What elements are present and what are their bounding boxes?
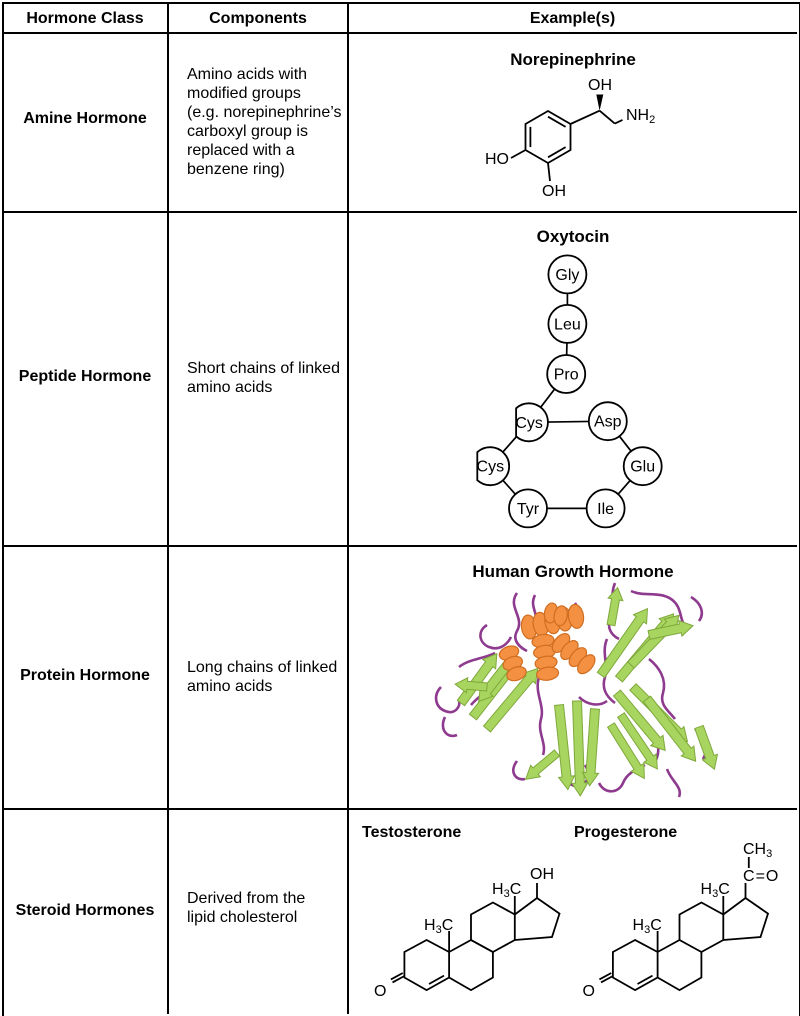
svg-text:HO: HO [485,151,509,168]
svg-text:OH: OH [542,183,566,200]
svg-text:Leu: Leu [554,317,581,334]
svg-text:OH: OH [530,866,554,883]
svg-text:CH3: CH3 [743,841,772,860]
svg-text:Gly: Gly [555,267,579,284]
svg-text:OH: OH [588,77,612,94]
svg-text:Ile: Ile [597,501,614,518]
svg-text:Cys: Cys [477,459,505,476]
svg-text:H3C: H3C [633,917,662,936]
svg-text:O: O [583,983,595,1000]
svg-text:H3C: H3C [424,917,453,936]
svg-text:Pro: Pro [554,367,579,384]
svg-text:Asp: Asp [594,414,622,431]
svg-text:O: O [374,983,386,1000]
svg-text:Testosterone: Testosterone [362,824,461,841]
svg-text:H3C: H3C [492,881,521,900]
svg-text:Glu: Glu [630,459,655,476]
svg-text:Cys: Cys [515,415,543,432]
svg-text:H3C: H3C [701,881,730,900]
svg-text:NH2: NH2 [626,107,655,126]
svg-text:Tyr: Tyr [517,501,540,518]
svg-text:Progesterone: Progesterone [574,824,677,841]
svg-text:C=O: C=O [743,868,778,885]
